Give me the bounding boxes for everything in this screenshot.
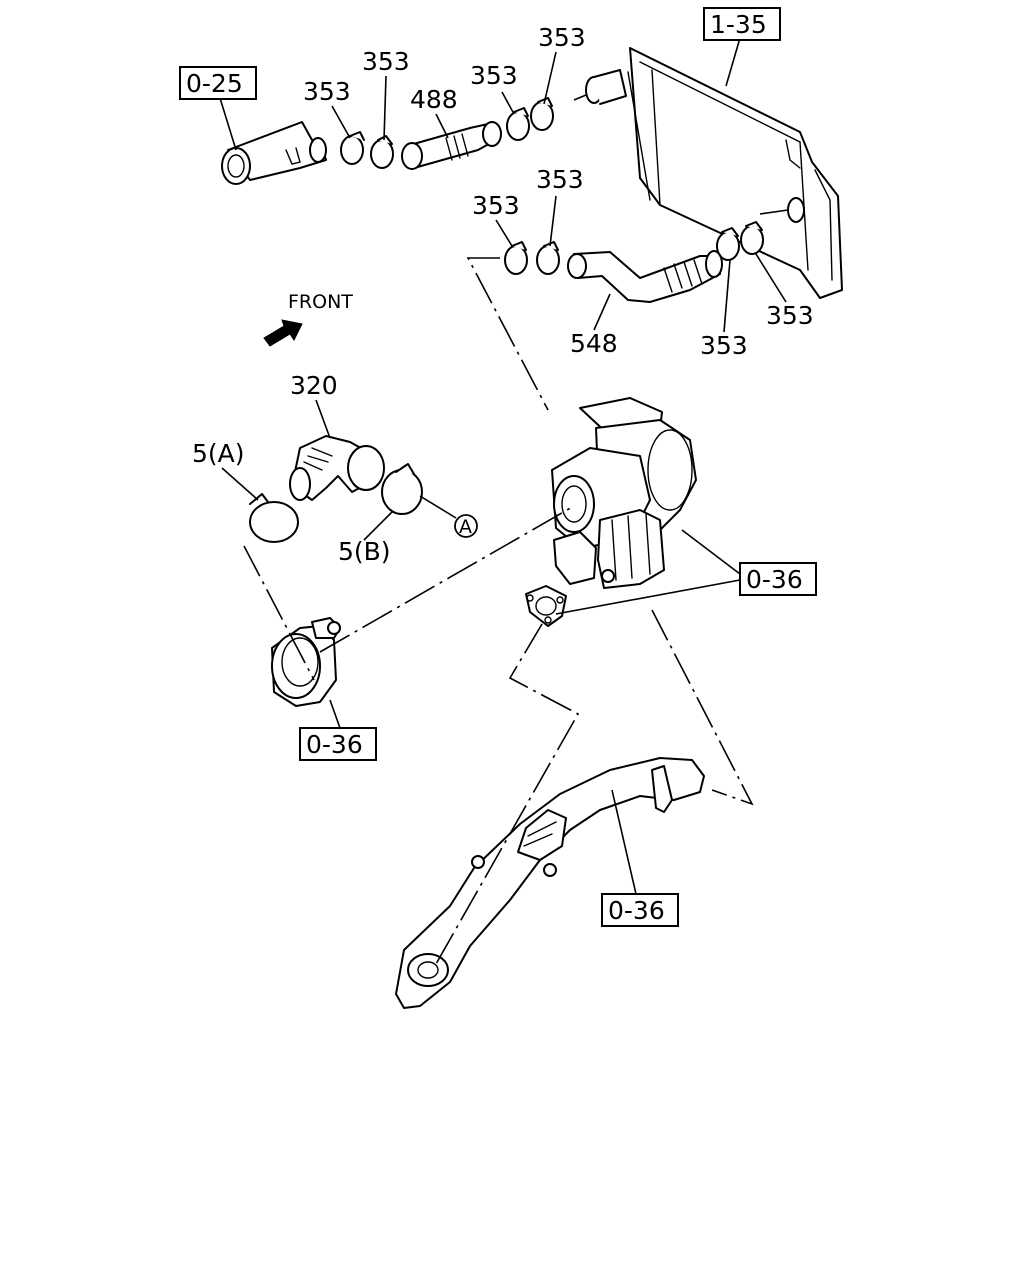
part-label-353: 353: [700, 331, 748, 360]
intercooler: [573, 47, 843, 299]
gasket: [525, 585, 567, 627]
part-label-353: 353: [470, 61, 518, 90]
part-label-5b: 5(B): [338, 537, 391, 566]
part-label-353: 353: [472, 191, 520, 220]
front-arrow-icon: [263, 319, 303, 347]
air-intake-elbow: [271, 617, 341, 707]
ref-box-0-36-pipe: [601, 893, 679, 927]
alignment-lines: [243, 257, 754, 965]
hose-488: [401, 121, 502, 170]
part-label-353: 353: [766, 301, 814, 330]
clamp-5b: [381, 463, 423, 515]
part-labels: 0-25 1-35 0-36 0-36 0-36 353 353 488 353…: [179, 7, 817, 927]
ref-label-1-35: 1-35: [710, 10, 767, 39]
marker-a-circle: [454, 514, 478, 538]
elbow-hose-320: [289, 435, 385, 501]
part-label-353: 353: [538, 23, 586, 52]
ref-box-1-35: [703, 7, 781, 41]
ref-label-0-36-elbow: 0-36: [306, 730, 363, 759]
marker-a-label: A: [459, 516, 472, 538]
turbocharger: [551, 397, 697, 589]
charge-air-pipe-left: [221, 121, 327, 185]
leader-lines: [219, 37, 787, 895]
ref-label-0-36-turbo: 0-36: [746, 565, 803, 594]
ref-label-0-36-pipe: 0-36: [608, 896, 665, 925]
part-label-320: 320: [290, 371, 338, 400]
part-label-353: 353: [536, 165, 584, 194]
front-label: FRONT: [288, 291, 353, 313]
hose-548: [567, 250, 723, 303]
exhaust-pipe: [395, 757, 705, 1009]
ref-label-0-25: 0-25: [186, 69, 243, 98]
part-label-488: 488: [410, 85, 458, 114]
part-label-5a: 5(A): [192, 439, 245, 468]
part-label-353: 353: [362, 47, 410, 76]
part-label-353: 353: [303, 77, 351, 106]
part-label-548: 548: [570, 329, 618, 358]
ref-box-0-36-turbo: [739, 562, 817, 596]
ref-box-0-36-elbow: [299, 727, 377, 761]
clamp-5a: [249, 493, 299, 543]
ref-box-0-25: [179, 66, 257, 100]
